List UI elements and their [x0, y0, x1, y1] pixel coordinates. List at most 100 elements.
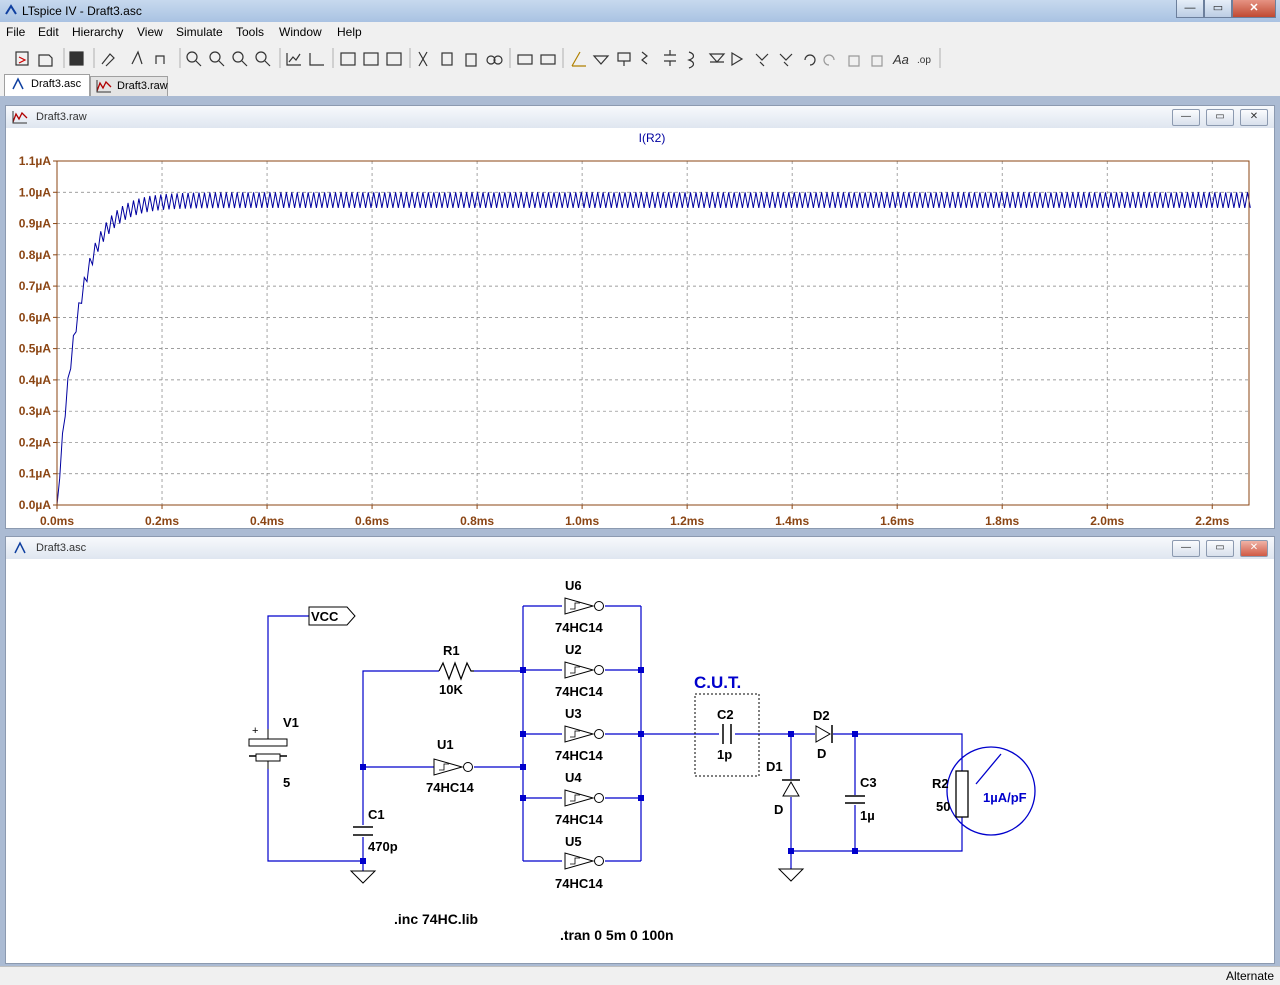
u1-schmitt-inverter[interactable]: U1 74HC14	[426, 737, 474, 795]
inc-directive[interactable]: .inc 74HC.lib	[394, 911, 478, 927]
menu-view[interactable]: View	[137, 25, 163, 39]
plot-window-titlebar[interactable]: Draft3.raw — ▭ ✕	[6, 106, 1274, 128]
text-tool-icon[interactable]: Aa	[892, 52, 909, 67]
plot-minimize-button[interactable]: —	[1172, 109, 1200, 126]
u2-schmitt-inverter[interactable]: U2 74HC14	[555, 642, 604, 699]
spice-directive-icon[interactable]: .op	[917, 55, 931, 66]
v1-voltage-source[interactable]: + V1 5	[248, 715, 299, 790]
toolbar: Aa .op	[0, 42, 1280, 75]
x-tick-label: 2.2ms	[1195, 514, 1229, 526]
wires	[267, 605, 963, 871]
schematic-minimize-button[interactable]: —	[1172, 540, 1200, 557]
waveform-icon	[12, 111, 28, 124]
plot-restore-button[interactable]: ▭	[1206, 109, 1234, 126]
x-tick-label: 0.0ms	[40, 514, 74, 526]
tile-horizontal-icon[interactable]	[340, 52, 356, 66]
zoom-fit-icon[interactable]	[255, 51, 267, 63]
menu-window[interactable]: Window	[279, 25, 322, 39]
trace-label[interactable]: I(R2)	[639, 131, 666, 145]
y-tick-label: 0.2µA	[19, 435, 52, 449]
menu-simulate[interactable]: Simulate	[176, 25, 223, 39]
schematic-restore-button[interactable]: ▭	[1206, 540, 1234, 557]
schematic-window-titlebar[interactable]: Draft3.asc — ▭ ✕	[6, 537, 1274, 559]
new-schematic-icon[interactable]	[15, 51, 29, 66]
waveform-chart[interactable]: 0.0µA0.1µA0.2µA0.3µA0.4µA0.5µA0.6µA0.7µA…	[6, 128, 1272, 528]
tran-directive[interactable]: .tran 0 5m 0 100n	[560, 927, 674, 943]
close-button[interactable]: ✕	[1232, 0, 1276, 18]
x-tick-label: 0.6ms	[355, 514, 389, 526]
c1-capacitor[interactable]: C1 470p	[353, 807, 398, 854]
menu-help[interactable]: Help	[337, 25, 362, 39]
menu-hierarchy[interactable]: Hierarchy	[72, 25, 124, 39]
redo-icon[interactable]	[823, 54, 835, 66]
cut-icon[interactable]	[418, 51, 428, 67]
u5-schmitt-inverter[interactable]: U5 74HC14	[555, 834, 604, 891]
series-i-r2-line	[56, 192, 1251, 506]
run-icon[interactable]	[131, 50, 143, 65]
capacitor-icon[interactable]	[664, 50, 676, 66]
menu-edit[interactable]: Edit	[38, 25, 59, 39]
tab-draft3-raw[interactable]: Draft3.raw	[90, 76, 168, 96]
resistor-icon[interactable]	[641, 51, 648, 65]
d1-diode[interactable]: D1 D	[766, 759, 800, 817]
vcc-net-flag[interactable]: VCC	[308, 606, 356, 626]
autorange-icon[interactable]	[286, 53, 301, 66]
component-icon[interactable]	[731, 51, 744, 67]
y-tick-label: 0.1µA	[19, 467, 52, 481]
cut-box[interactable]: C.U.T. C2 1p	[694, 673, 760, 777]
label-net-icon[interactable]	[617, 52, 631, 66]
schematic-close-button[interactable]: ✕	[1240, 540, 1268, 557]
junction-dots	[360, 667, 858, 864]
control-panel-icon[interactable]	[101, 53, 115, 67]
u4-schmitt-inverter[interactable]: U4 74HC14	[555, 770, 604, 827]
draw-wire-icon[interactable]	[571, 51, 586, 67]
inductor-icon[interactable]	[687, 51, 695, 69]
zoom-in-icon[interactable]	[186, 51, 198, 63]
save-icon[interactable]	[69, 51, 84, 66]
tab-label: Draft3.asc	[31, 78, 82, 90]
plot-close-button[interactable]: ✕	[1240, 109, 1268, 126]
status-text: Alternate	[1225, 969, 1274, 983]
ground-d1-symbol	[777, 868, 805, 882]
schematic-drawing[interactable]: VCC + V1 5 R1 10K	[6, 559, 1272, 961]
drag-icon[interactable]	[779, 53, 793, 67]
diode-icon[interactable]	[708, 53, 726, 63]
cascade-icon[interactable]	[363, 52, 379, 66]
u6-model: 74HC14	[555, 620, 603, 635]
halt-icon[interactable]	[155, 55, 165, 64]
schematic-canvas[interactable]: VCC + V1 5 R1 10K	[6, 559, 1274, 963]
plot-settings-icon[interactable]	[309, 53, 324, 66]
menu-tools[interactable]: Tools	[236, 25, 265, 39]
schematic-icon	[12, 77, 24, 90]
u6-schmitt-inverter[interactable]: U6 74HC14	[555, 578, 604, 635]
print-icon[interactable]	[540, 54, 556, 65]
u5-model: 74HC14	[555, 876, 603, 891]
tab-draft3-asc[interactable]: Draft3.asc	[4, 74, 90, 96]
d2-diode[interactable]: D2 D	[813, 708, 833, 761]
r1-value: 10K	[439, 682, 463, 697]
x-tick-label: 0.8ms	[460, 514, 494, 526]
paste-icon[interactable]	[465, 53, 477, 67]
u3-schmitt-inverter[interactable]: U3 74HC14	[555, 706, 604, 763]
tile-vertical-icon[interactable]	[386, 52, 402, 66]
move-icon[interactable]	[755, 53, 769, 67]
copy-icon[interactable]	[441, 52, 453, 66]
r2-load-resistor[interactable]: R2 50 1µA/pF	[932, 746, 1036, 836]
rotate-icon[interactable]	[848, 55, 860, 67]
maximize-button[interactable]: ▭	[1204, 0, 1232, 18]
undo-icon[interactable]	[804, 54, 816, 66]
print-setup-icon[interactable]	[517, 54, 533, 65]
y-tick-label: 0.3µA	[19, 404, 52, 418]
ground-icon[interactable]	[592, 55, 610, 65]
minimize-button[interactable]: —	[1176, 0, 1204, 18]
r1-resistor[interactable]: R1 10K	[438, 643, 474, 697]
mirror-icon[interactable]	[871, 55, 883, 67]
open-icon[interactable]	[38, 54, 53, 67]
c3-capacitor[interactable]: C3 1µ	[845, 775, 877, 823]
pan-icon[interactable]	[209, 51, 221, 63]
ammeter-needle	[975, 753, 1002, 785]
zoom-out-icon[interactable]	[232, 51, 244, 63]
menu-file[interactable]: File	[6, 25, 26, 39]
find-icon[interactable]	[486, 55, 496, 65]
